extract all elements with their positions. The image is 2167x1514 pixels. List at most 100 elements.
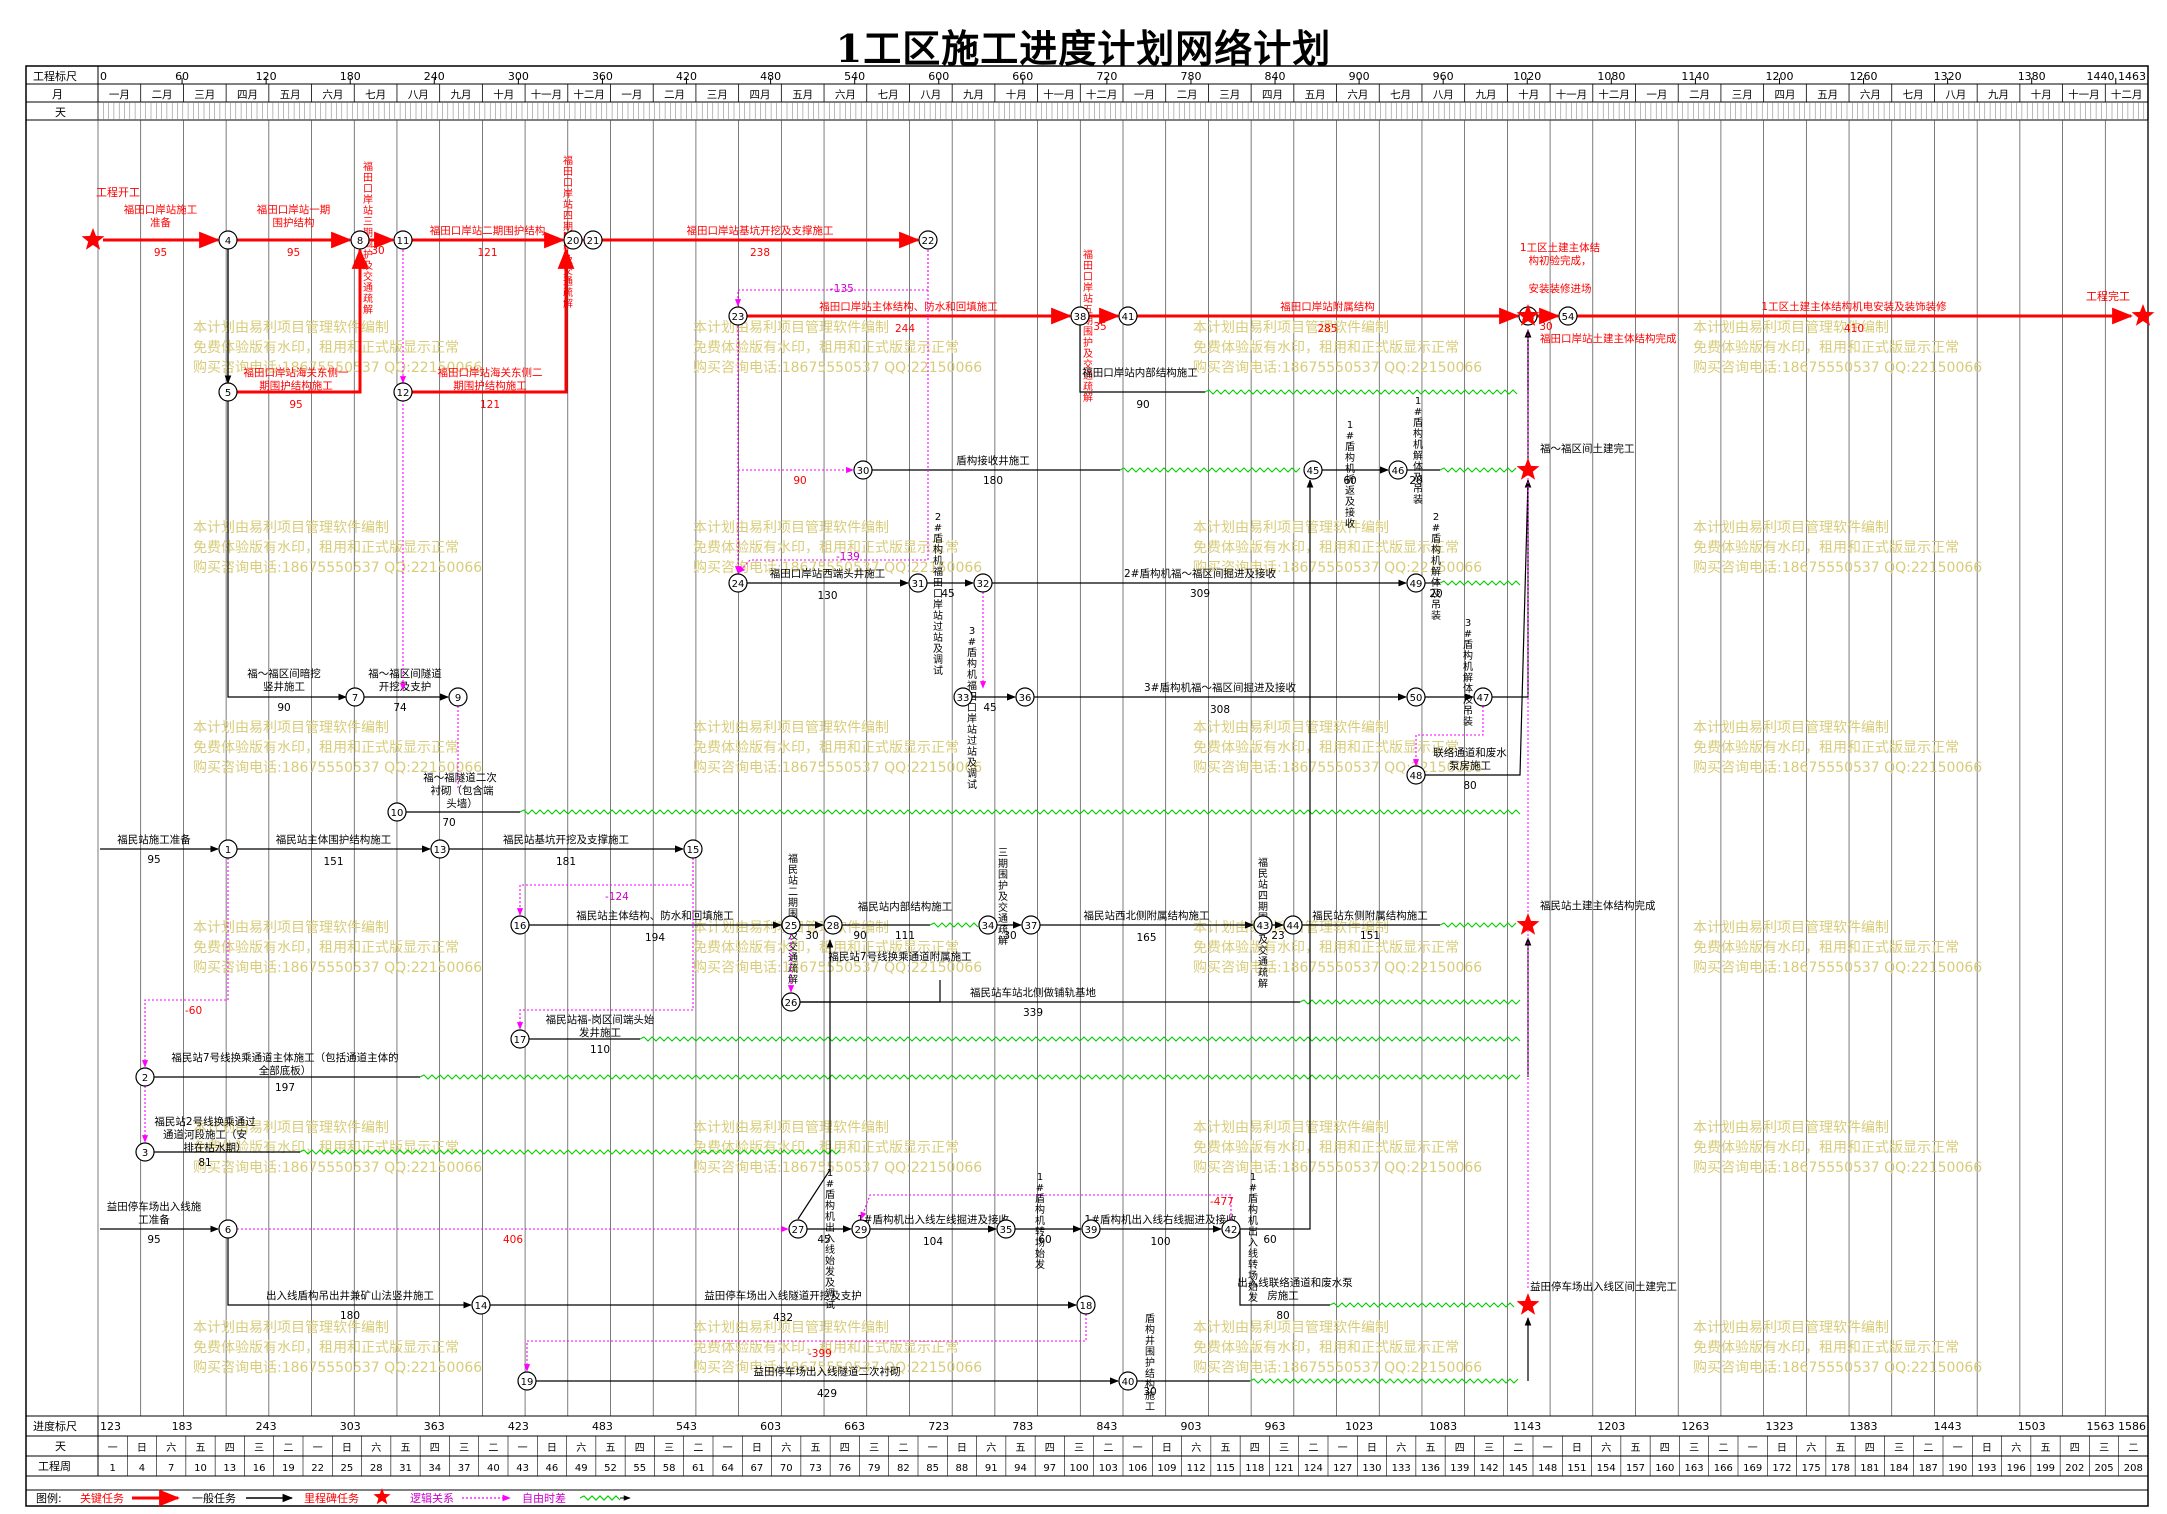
footer-tick-label: 303 [340, 1420, 361, 1433]
free-float [1439, 922, 1517, 928]
vertical-label: 四 [1258, 891, 1268, 902]
top-tick-label: 1080 [1597, 70, 1625, 83]
top-tick-label: 1020 [1513, 70, 1541, 83]
task-label: 福民站西北侧附属结构施工 [1084, 909, 1210, 922]
weekday-cell: 三 [254, 1443, 264, 1454]
month-label-cell: 三月 [1732, 89, 1753, 101]
week-number: 115 [1216, 1463, 1235, 1474]
month-label-cell: 十二月 [573, 88, 605, 101]
event-node-number: 38 [1074, 312, 1087, 323]
task-label: 发井施工 [579, 1026, 621, 1039]
vertical-label: 福 [563, 154, 573, 167]
watermark-text: 购买咨询电话:18675550537 QQ:22150066 [1193, 560, 1482, 576]
month-label-cell: 十一月 [531, 88, 563, 101]
watermark-text: 免费体验版有水印，租用和正式版显示正常 [193, 340, 459, 356]
month-label-cell: 九月 [963, 89, 984, 101]
logic-link [860, 1194, 1232, 1220]
task-label: 准备 [150, 216, 171, 229]
vertical-label: 装 [1463, 715, 1473, 728]
watermark-text: 购买咨询电话:18675550537 QQ:22150066 [1193, 1360, 1482, 1376]
free-float [1249, 1378, 1519, 1384]
month-label-cell: 十一月 [1556, 88, 1588, 101]
month-label-cell: 一月 [621, 89, 642, 101]
watermark-text: 免费体验版有水印，租用和正式版显示正常 [193, 940, 459, 956]
weekday-cell: 一 [928, 1443, 938, 1454]
week-number: 40 [487, 1463, 500, 1474]
event-node [517, 1371, 537, 1391]
vertical-label: 机 [1248, 1214, 1258, 1227]
watermark-text: 购买咨询电话:18675550537 QQ:22150066 [1693, 1160, 1982, 1176]
task-duration: 74 [393, 702, 407, 714]
vertical-label: 发 [1248, 1291, 1258, 1304]
footer-tick-label: 1143 [1513, 1420, 1541, 1433]
vertical-label: 期 [1258, 901, 1268, 913]
weekday-cell: 日 [547, 1443, 557, 1454]
task-arrow [800, 980, 941, 1003]
milestone-label: 工程开工 [96, 186, 140, 199]
vertical-label: 交 [563, 264, 573, 277]
week-number: 16 [253, 1463, 266, 1474]
task-duration: 151 [1360, 930, 1380, 942]
top-tick-label: 1380 [2018, 70, 2046, 83]
month-label-cell: 六月 [835, 89, 856, 101]
task-duration: 309 [1190, 588, 1210, 600]
task-label: 房施工 [1267, 1289, 1299, 1302]
task-duration: 285 [1317, 323, 1337, 335]
watermark-text: 本计划由易利项目管理软件编制 [193, 520, 389, 536]
page-title: 1工区施工进度计划网络计划 [835, 26, 1332, 71]
task-label: 福田口岸站基坑开挖及支撑施工 [687, 224, 834, 237]
watermark-text: 购买咨询电话:18675550537 QQ:22150066 [193, 960, 482, 976]
task-duration: 308 [1210, 704, 1230, 716]
watermark-text: 购买咨询电话:18675550537 QQ:22150066 [193, 560, 482, 576]
task-duration: 100 [1150, 1236, 1170, 1248]
vertical-label: # [1414, 407, 1422, 418]
week-number: 82 [897, 1463, 910, 1474]
vertical-label: 构 [1463, 649, 1473, 662]
milestone-star [1516, 913, 1540, 935]
free-float [929, 922, 979, 928]
event-node [448, 687, 468, 707]
task-label: 福民站2号线换乘通过 [154, 1115, 256, 1128]
legend-normal-label: 一般任务 [192, 1492, 236, 1505]
event-node-number: 41 [1122, 312, 1135, 323]
task-duration: 45 [817, 1234, 830, 1246]
event-node-number: 22 [922, 236, 935, 247]
event-node-number: 6 [225, 1225, 231, 1236]
vertical-label: 2 [935, 512, 941, 523]
vertical-label: 及 [1345, 496, 1355, 508]
weekday-cell: 五 [606, 1443, 616, 1454]
vertical-label: # [934, 523, 942, 534]
free-float [639, 1036, 1521, 1042]
watermark-text: 购买咨询电话:18675550537 QQ:22150066 [1693, 760, 1982, 776]
watermark-text: 免费体验版有水印，租用和正式版显示正常 [193, 540, 459, 556]
weekday-cell: 三 [1689, 1443, 1699, 1454]
event-node-number: 26 [785, 998, 798, 1009]
weekday-cell: 日 [752, 1443, 762, 1454]
task-label: 福田口岸站西端头井施工 [770, 567, 886, 580]
month-label-cell: 十一月 [1043, 88, 1075, 101]
weekday-cell: 四 [225, 1443, 235, 1454]
event-node-number: 34 [982, 921, 995, 932]
week-number: 7 [168, 1463, 174, 1474]
vertical-label: 通 [1258, 956, 1268, 968]
task-label: 福田口岸站海关东侧一 [244, 366, 349, 379]
month-label-cell: 八月 [1945, 89, 1966, 101]
week-number: 145 [1509, 1463, 1528, 1474]
free-float [519, 809, 1521, 815]
month-label-cell: 二月 [1177, 89, 1198, 101]
watermark-text: 购买咨询电话:18675550537 QQ:22150066 [1693, 560, 1982, 576]
vertical-label: 吊 [1413, 483, 1423, 495]
month-label-cell: 九月 [451, 89, 472, 101]
task-duration: 80 [1463, 780, 1476, 792]
top-tick-label: 1200 [1765, 70, 1793, 83]
task-label: 期围护结构施工 [259, 379, 333, 392]
watermark-text: 购买咨询电话:18675550537 QQ:22150066 [693, 560, 982, 576]
task-duration: 121 [477, 247, 497, 259]
weekday-cell: 三 [869, 1443, 879, 1454]
footer-scale-label: 进度标尺 [33, 1419, 77, 1433]
weekday-cell: 三 [1894, 1443, 1904, 1454]
week-number: 19 [282, 1463, 295, 1474]
vertical-label: 交 [1083, 358, 1093, 371]
event-node [393, 230, 413, 250]
vertical-label: 构 [1145, 1323, 1155, 1336]
